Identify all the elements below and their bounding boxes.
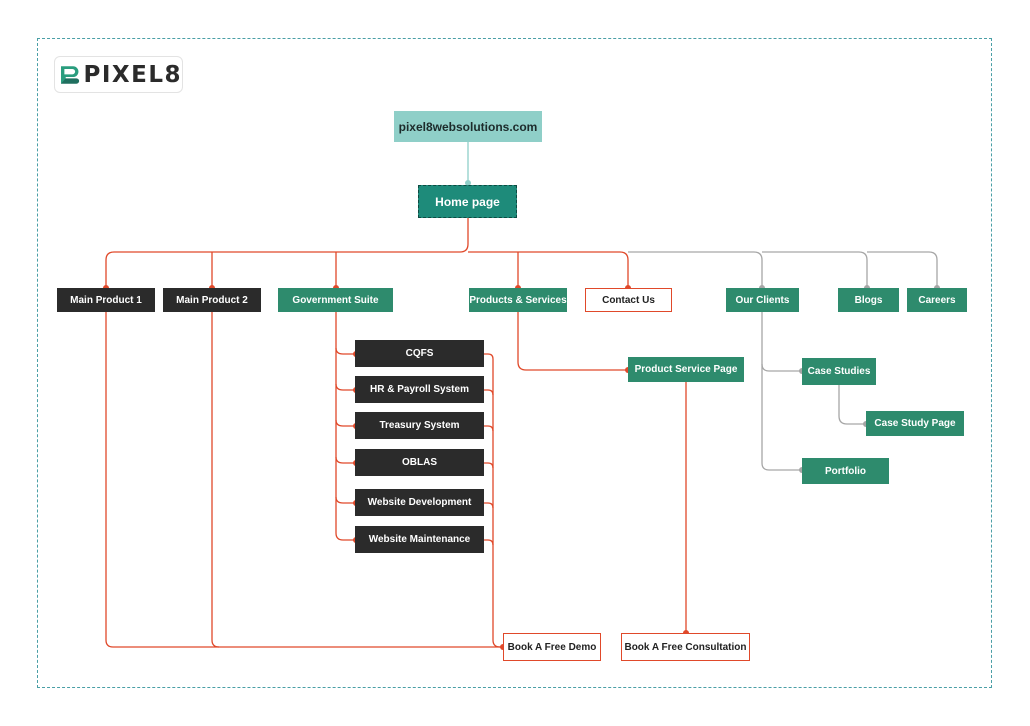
blogs-node[interactable]: Blogs [838,288,899,312]
home-connector-dot [465,180,471,186]
website-maintenance-node[interactable]: Website Maintenance [355,526,484,553]
main-product-1-demo [105,312,503,648]
careers-node[interactable]: Careers [907,288,967,312]
pixel8-logo-icon [61,65,80,84]
main-product-2-node[interactable]: Main Product 2 [163,288,261,312]
main-product-1-node[interactable]: Main Product 1 [57,288,155,312]
case-study-page-connector [838,385,866,425]
gov-branch-0 [335,347,355,355]
home-page-node[interactable]: Home page [418,185,517,218]
gov-right-1 [484,389,494,396]
bus-careers [867,251,938,288]
website-development-node[interactable]: Website Development [355,489,484,516]
gov-branch-3 [335,456,355,464]
clients-vertical [761,312,802,471]
case-study-page-node[interactable]: Case Study Page [866,411,964,436]
bus-blogs [762,251,868,288]
logo-wordmark: PIXEL8 [83,61,182,88]
gov-branch-2 [335,419,355,427]
gov-vertical [335,312,355,541]
treasury-system-node[interactable]: Treasury System [355,412,484,439]
oblas-node[interactable]: OBLAS [355,449,484,476]
gov-branch-1 [335,383,355,391]
main-product-2-demo [211,312,220,648]
gov-right-4 [484,502,494,509]
root-domain-node[interactable]: pixel8websolutions.com [394,111,542,142]
hr-payroll-node[interactable]: HR & Payroll System [355,376,484,403]
case-studies-node[interactable]: Case Studies [802,358,876,385]
cqfs-node[interactable]: CQFS [355,340,484,367]
clients-case-studies [761,363,802,372]
ps-to-page [517,312,628,371]
book-free-demo-node[interactable]: Book A Free Demo [503,633,601,661]
gov-right-0 [484,353,494,360]
gov-right-5 [484,539,494,546]
gov-right-3 [484,462,494,469]
government-suite-node[interactable]: Government Suite [278,288,393,312]
bus-gray [628,251,763,288]
our-clients-node[interactable]: Our Clients [726,288,799,312]
product-service-page-node[interactable]: Product Service Page [628,357,744,382]
sitemap-frame [37,38,992,688]
products-services-node[interactable]: Products & Services [469,288,567,312]
gov-branch-4 [335,496,355,504]
home-bus-red [105,218,469,288]
portfolio-node[interactable]: Portfolio [802,458,889,484]
pixel8-logo: PIXEL8 [54,56,183,93]
bus-contact-us [468,251,629,288]
gov-right-vertical [492,359,503,648]
gov-right-2 [484,425,494,432]
book-free-consultation-node[interactable]: Book A Free Consultation [621,633,750,661]
contact-us-node[interactable]: Contact Us [585,288,672,312]
